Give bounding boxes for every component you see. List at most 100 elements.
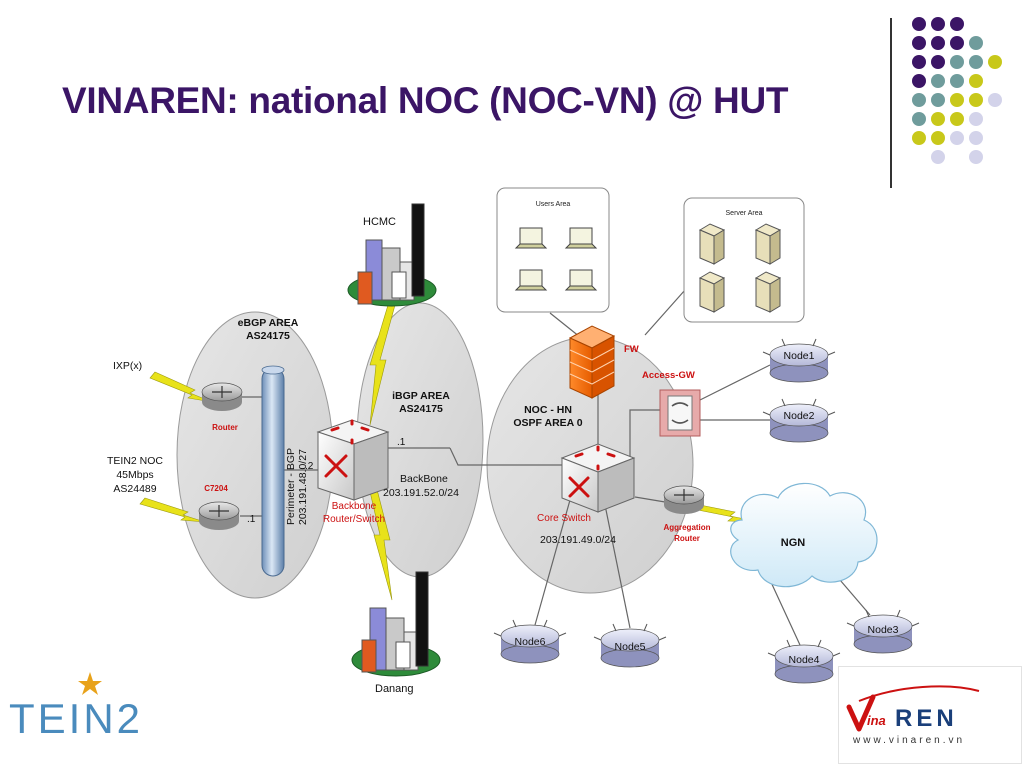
router-icon: [201, 382, 243, 411]
node6-icon: [493, 619, 567, 664]
dot: [912, 93, 926, 107]
switch-arrows: [324, 454, 348, 478]
node-ports: [846, 609, 920, 627]
server-icon: [698, 223, 726, 265]
laptop-base: [564, 285, 598, 291]
dot: [969, 112, 983, 126]
server-front: [699, 277, 715, 313]
dot: [950, 93, 964, 107]
node-bottom: [769, 363, 829, 383]
dot: [931, 150, 945, 164]
vinaren-logo-box: ina REN www.vinaren.vn: [838, 666, 1022, 764]
node4-icon: [767, 639, 841, 684]
link-line: [699, 364, 771, 401]
vinaren-mark-text: ina: [867, 713, 886, 728]
backbone-dot1-label: .1: [397, 437, 406, 448]
cloud-shape: [730, 482, 878, 588]
server-side: [713, 277, 725, 313]
dot: [912, 36, 926, 50]
node3-icon: [846, 609, 920, 654]
danang-label: Danang: [375, 683, 414, 695]
c7204-router-icon: [198, 501, 240, 530]
dot: [988, 93, 1002, 107]
laptop-screen: [519, 269, 543, 287]
node3-label: Node3: [868, 624, 899, 636]
building: [411, 203, 425, 297]
dot: [950, 74, 964, 88]
link-line: [634, 496, 666, 503]
ngn-label: NGN: [781, 537, 806, 549]
hcmc-city-icon: [347, 203, 437, 307]
router-arrows: [674, 489, 694, 501]
aggregation-label-2: Router: [674, 534, 700, 543]
laptop-icon: [514, 227, 548, 249]
dot: [969, 55, 983, 69]
dot: [912, 131, 926, 145]
firewall-front: [569, 337, 593, 399]
node-ports: [493, 619, 567, 637]
server-side: [769, 229, 781, 265]
node1-label: Node1: [784, 350, 815, 362]
backbone-device-label-2: Router/Switch: [323, 514, 385, 525]
ixp-label: IXP(x): [113, 360, 142, 372]
lightning-link: [149, 371, 213, 403]
dot: [912, 74, 926, 88]
dot: [988, 55, 1002, 69]
slide-title: VINAREN: national NOC (NOC-VN) @ HUT: [62, 80, 789, 121]
router-arrows: [212, 386, 232, 398]
server-side: [769, 277, 781, 313]
core-switch-label: Core Switch: [537, 513, 591, 524]
dot: [912, 17, 926, 31]
server-front: [755, 229, 771, 265]
node-ports: [593, 623, 667, 641]
node4-label: Node4: [789, 654, 820, 666]
server-icon: [698, 271, 726, 313]
dot: [950, 36, 964, 50]
lightning-link: [369, 304, 396, 426]
link-line: [534, 499, 571, 626]
laptop-base: [514, 285, 548, 291]
link-line: [769, 579, 801, 646]
node-bottom: [774, 664, 834, 684]
fw-label: FW: [624, 344, 639, 355]
tein2-noc-bandwidth: 45Mbps: [116, 469, 153, 481]
dot: [969, 74, 983, 88]
dot: [950, 17, 964, 31]
ibgp-area-label: iBGP AREA: [392, 390, 450, 402]
router-label: Router: [212, 423, 238, 432]
dot: [931, 112, 945, 126]
link-line: [449, 447, 565, 466]
vinaren-url-text: www.vinaren.vn: [852, 735, 965, 746]
gateway-core: [667, 395, 693, 431]
dot: [931, 74, 945, 88]
tein2-logo-text: TEIN2: [9, 695, 143, 742]
noc-area-ospf: OSPF AREA 0: [513, 417, 582, 429]
dot: [969, 36, 983, 50]
hcmc-label: HCMC: [363, 216, 396, 228]
switch-arrows: [574, 445, 616, 471]
pipe-body: [261, 367, 285, 577]
server-front: [755, 277, 771, 313]
firewall-icon: [568, 325, 616, 399]
dot: [950, 112, 964, 126]
vinaren-swoosh-icon: [858, 685, 980, 702]
dot: [950, 131, 964, 145]
dot: [931, 55, 945, 69]
ngn-cloud-icon: [730, 482, 878, 588]
node5-label: Node5: [615, 641, 646, 653]
access-gw-icon: [659, 389, 701, 437]
link-line: [604, 504, 631, 629]
dot: [969, 150, 983, 164]
perimeter-label: Perimeter - BGP 203.191.48.0/27: [285, 448, 309, 525]
dot: [969, 93, 983, 107]
node2-label: Node2: [784, 410, 815, 422]
building: [395, 641, 411, 669]
link-line: [644, 289, 686, 336]
pipe-top: [261, 365, 285, 375]
node-ports: [762, 338, 836, 356]
laptop-icon: [564, 269, 598, 291]
backbone-dot2-label: .2: [305, 461, 314, 472]
firewall-bricks: [569, 347, 615, 385]
router-arrows: [209, 505, 229, 517]
